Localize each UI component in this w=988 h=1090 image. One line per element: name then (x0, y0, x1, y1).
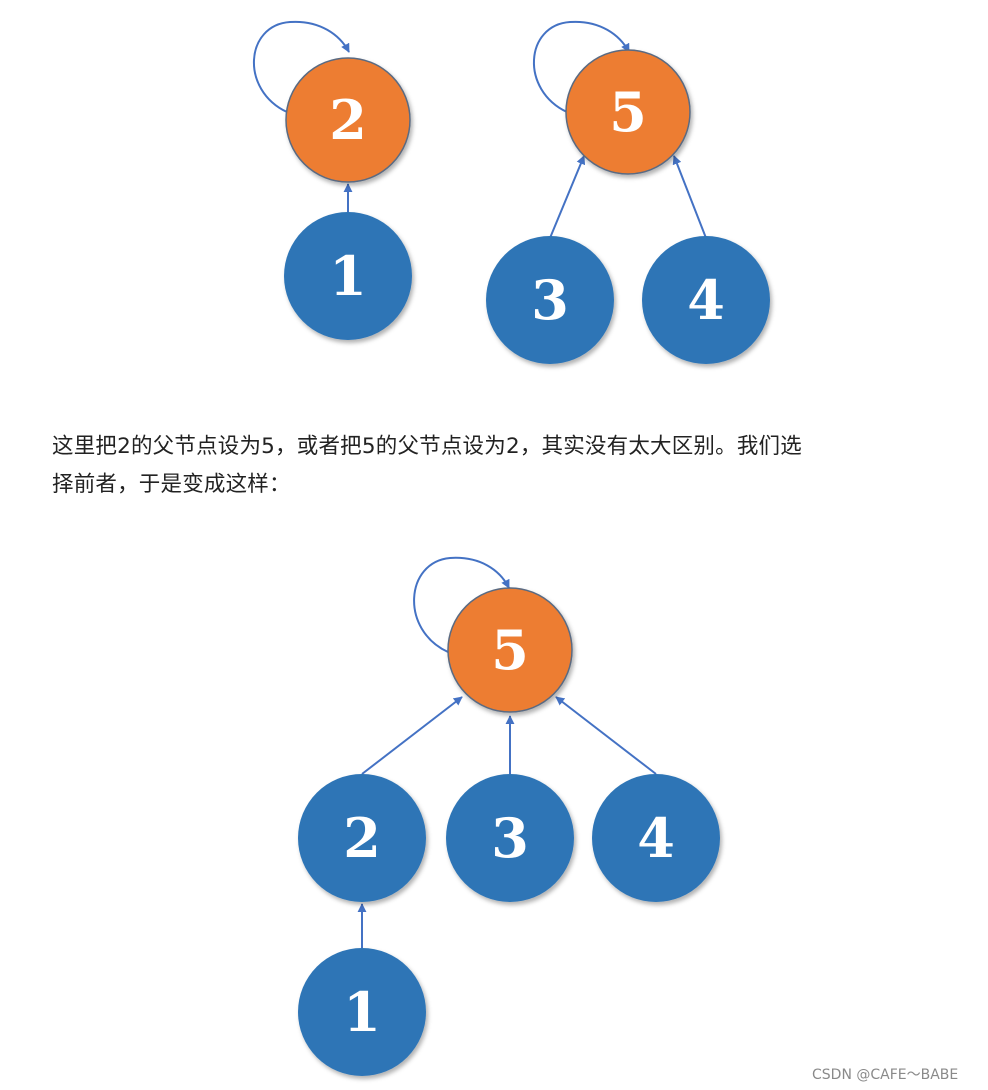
node-4: 4 (642, 236, 770, 364)
paragraph-line-2: 择前者，于是变成这样： (52, 472, 291, 497)
node-3: 3 (486, 236, 614, 364)
svg-text:5: 5 (609, 80, 647, 144)
node-4: 4 (592, 774, 720, 902)
paragraph-line-1: 这里把2的父节点设为5，或者把5的父节点设为2，其实没有太大区别。我们选 (52, 434, 802, 459)
edge-5-self-loop (413, 556, 510, 653)
node-5: 5 (565, 49, 691, 175)
node-1: 1 (298, 948, 426, 1076)
svg-text:4: 4 (687, 268, 725, 332)
node-2: 2 (285, 57, 411, 183)
edge-5-self-loop (532, 20, 630, 113)
svg-text:1: 1 (343, 980, 381, 1044)
watermark: CSDN @CAFE～BABE (812, 1067, 959, 1083)
svg-text:1: 1 (329, 244, 367, 308)
edge-3-to-5 (549, 155, 586, 239)
svg-text:2: 2 (343, 806, 381, 870)
node-1: 1 (284, 212, 412, 340)
edge-2-to-5 (361, 696, 463, 775)
edge-4-to-5 (672, 155, 707, 239)
node-2: 2 (298, 774, 426, 902)
node-5: 5 (447, 587, 573, 713)
edge-2-self-loop (252, 20, 350, 113)
svg-text:5: 5 (491, 618, 529, 682)
edge-4-to-5 (555, 696, 657, 775)
union-find-diagram-before: 2 1 5 3 4 (252, 20, 770, 364)
explanation-paragraph: 这里把2的父节点设为5，或者把5的父节点设为2，其实没有太大区别。我们选择前者，… (52, 428, 967, 504)
svg-text:4: 4 (637, 806, 675, 870)
node-3: 3 (446, 774, 574, 902)
svg-text:3: 3 (531, 268, 569, 332)
svg-text:2: 2 (329, 88, 367, 152)
svg-text:3: 3 (491, 806, 529, 870)
union-find-diagram-after: 5 2 3 4 1 (298, 556, 720, 1076)
